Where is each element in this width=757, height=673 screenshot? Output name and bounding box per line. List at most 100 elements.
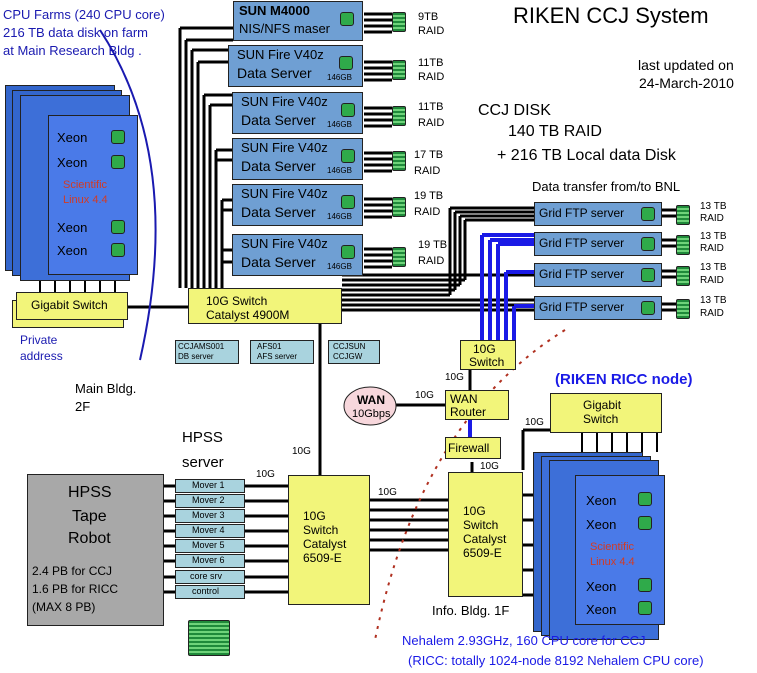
hpss-label: HPSS <box>182 429 223 446</box>
wan-router: WAN Router <box>445 390 509 420</box>
raid-size: 13 TB <box>700 262 727 273</box>
raid-icon <box>392 247 406 267</box>
router-label: WAN <box>450 392 478 406</box>
right-cpu-farm: Xeon Xeon Scientific Linux 4.4 Xeon Xeon <box>575 475 665 625</box>
server-model: SUN Fire V40z <box>241 140 328 155</box>
switch-label: 6509-E <box>303 551 342 565</box>
small-server-db: CCJAMS001 DB server <box>175 340 239 364</box>
private-address-line1: Private <box>20 333 58 347</box>
server-nis-nfs: SUN M4000 NIS/NFS maser <box>233 1 363 41</box>
data-server-1: SUN Fire V40z Data Server 146GB <box>228 45 363 87</box>
small-server-gw: CCJSUN CCJGW <box>328 340 380 364</box>
cpu-farms-line3: at Main Research Bldg . <box>3 43 142 58</box>
data-server-2: SUN Fire V40z Data Server 146GB <box>232 92 363 134</box>
server-model: SUN M4000 <box>239 3 310 18</box>
last-updated-label: last updated on <box>638 57 734 73</box>
tape-robot-max: (MAX 8 PB) <box>32 600 96 614</box>
data-server-5: SUN Fire V40z Data Server 146GB <box>232 234 363 276</box>
right-xeon-1: Xeon <box>586 493 617 508</box>
tape-robot-ricc: 1.6 PB for RICC <box>32 582 119 596</box>
disk-icon <box>341 149 355 163</box>
disk-icon <box>641 237 655 251</box>
cpu-farms-line1: CPU Farms (240 CPU core) <box>3 7 165 22</box>
raid-icon <box>676 205 690 225</box>
right-os-line1: Scientific <box>590 541 635 553</box>
server-role: NIS/NFS maser <box>239 21 331 36</box>
switch-label: 10G Switch <box>206 294 268 308</box>
disk-icon <box>339 56 353 70</box>
switch-label: Switch <box>583 412 619 426</box>
server-role: Data Server <box>241 158 316 174</box>
mover-3: Mover 3 <box>175 509 245 523</box>
raid-icon <box>676 266 690 286</box>
grid-ftp-label: Grid FTP server <box>539 300 625 314</box>
gigabit-switch-right: Gigabit Switch <box>550 393 662 433</box>
small-server-role: DB server <box>178 352 214 361</box>
switch-10g-small: 10G Switch <box>460 340 516 370</box>
raid-label: RAID <box>700 275 724 286</box>
left-xeon-4: Xeon <box>57 243 88 258</box>
disk-icon <box>111 243 125 257</box>
hpss-server-label: server <box>182 454 224 471</box>
mover-label: Mover 5 <box>192 540 225 550</box>
raid-size: 11TB <box>418 101 444 113</box>
raid-label: RAID <box>418 25 445 37</box>
grid-ftp-server-3: Grid FTP server <box>534 263 662 287</box>
server-role: Data Server <box>241 254 316 270</box>
ccj-disk-local: + 216 TB Local data Disk <box>497 147 676 164</box>
mover-label: Mover 2 <box>192 495 225 505</box>
switch-model: Catalyst 4900M <box>206 308 290 322</box>
switch-label: Catalyst <box>303 537 347 551</box>
hpss-tape-robot: HPSS Tape Robot 2.4 PB for CCJ 1.6 PB fo… <box>27 474 164 626</box>
raid-icon <box>392 60 406 80</box>
tape-robot-line3: Robot <box>68 530 111 547</box>
firewall: Firewall <box>445 437 501 459</box>
mover-label: core srv <box>190 571 223 581</box>
raid-size: 11TB <box>418 57 444 69</box>
raid-size: 17 TB <box>414 149 444 161</box>
link-label: 10G <box>378 487 397 498</box>
raid-size: 13 TB <box>700 231 727 242</box>
raid-label: RAID <box>418 255 445 267</box>
gigabit-switch-left-label: Gigabit Switch <box>31 298 108 312</box>
hpss-disk-array-icon <box>188 620 230 656</box>
nehalem-line2: (RICC: totally 1024-node 8192 Nehalem CP… <box>408 653 704 668</box>
server-disk: 146GB <box>327 212 352 221</box>
router-label: Router <box>450 405 487 419</box>
switch-label: 10G <box>303 509 326 523</box>
switch-label: 10G <box>463 504 486 518</box>
raid-size: 9TB <box>418 11 439 23</box>
link-label: 10G <box>256 469 275 480</box>
raid-label: RAID <box>418 71 445 83</box>
switch-label: 10G <box>473 342 496 356</box>
server-disk: 146GB <box>327 166 352 175</box>
right-xeon-3: Xeon <box>586 579 617 594</box>
switch-label: Switch <box>463 518 499 532</box>
server-disk: 146GB <box>327 120 352 129</box>
mover-6: Mover 6 <box>175 554 245 568</box>
raid-icon <box>392 106 406 126</box>
link-label: 10G <box>415 390 434 401</box>
small-server-name: CCJAMS001 <box>178 342 225 351</box>
mover-label: Mover 3 <box>192 510 225 520</box>
main-bldg-line2: 2F <box>75 399 91 414</box>
small-server-role: CCJGW <box>333 352 363 361</box>
right-xeon-4: Xeon <box>586 602 617 617</box>
grid-ftp-server-1: Grid FTP server <box>534 202 662 226</box>
server-model: SUN Fire V40z <box>241 186 328 201</box>
left-xeon-1: Xeon <box>57 130 88 145</box>
raid-icon <box>392 151 406 171</box>
disk-icon <box>638 492 652 506</box>
mover-2: Mover 2 <box>175 494 245 508</box>
firewall-label: Firewall <box>448 441 490 455</box>
raid-label: RAID <box>414 165 441 177</box>
disk-icon <box>111 220 125 234</box>
mover-label: Mover 1 <box>192 480 225 490</box>
disk-icon <box>340 12 354 26</box>
nehalem-line1: Nehalem 2.93GHz, 160 CPU core for CCJ <box>402 633 646 648</box>
disk-icon <box>641 207 655 221</box>
raid-label: RAID <box>418 117 445 129</box>
raid-size: 13 TB <box>700 295 727 306</box>
raid-size: 19 TB <box>414 190 444 202</box>
disk-icon <box>638 578 652 592</box>
